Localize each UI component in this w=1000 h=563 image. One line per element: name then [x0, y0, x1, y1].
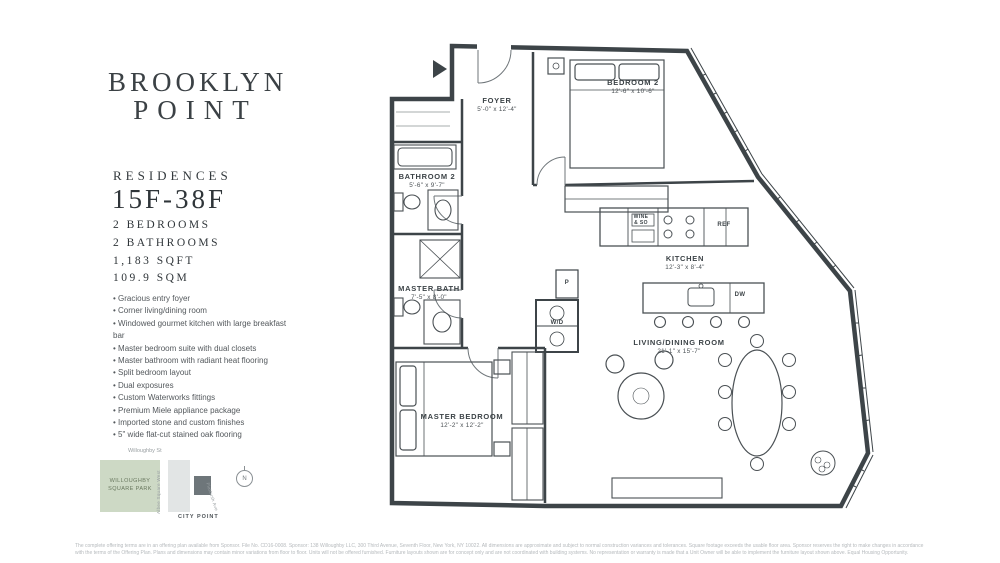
room-label-kitchen: KITCHEN 12'-3" x 8'-4" [665, 254, 705, 271]
brand-logo: BROOKLYN POINT [108, 68, 283, 126]
features-list: Gracious entry foyer Corner living/dinin… [113, 293, 293, 442]
master-bath-fixtures [393, 239, 461, 345]
laundry-closet [535, 269, 579, 353]
room-label-master-bath: MASTER BATH 7'-5" x 8'-0" [398, 284, 460, 301]
spec-sqft: 1,183 SQFT [113, 255, 195, 267]
entry-arrow-icon [433, 60, 447, 78]
kitchen-counters [599, 207, 765, 329]
feature-item: Dual exposures [113, 380, 293, 392]
city-point-block [194, 476, 211, 495]
bedroom2-furniture [547, 57, 665, 169]
residences-units: 15F-38F [112, 184, 227, 214]
spec-sqm: 109.9 SQM [113, 272, 190, 284]
feature-item: Master bathroom with radiant heat floori… [113, 355, 293, 367]
label-washer-dryer: W/D [550, 320, 564, 326]
entry-closet [396, 111, 450, 127]
room-label-master-bedroom: MASTER BEDROOM 12'-2" x 12'-2" [420, 412, 504, 429]
spec-bathrooms: 2 BATHROOMS [113, 237, 221, 249]
window-hatching [690, 47, 874, 509]
park-block: WILLOUGHBY SQUARE PARK [100, 460, 160, 512]
feature-item: 5" wide flat-cut stained oak flooring [113, 429, 293, 441]
building-block [168, 460, 190, 512]
location-map: Willoughby St WILLOUGHBY SQUARE PARK Alb… [92, 446, 262, 524]
feature-item: Custom Waterworks fittings [113, 392, 293, 404]
outer-walls [389, 43, 871, 509]
feature-item: Imported stone and custom finishes [113, 417, 293, 429]
feature-item: Gracious entry foyer [113, 293, 293, 305]
compass-north-label: N [242, 475, 247, 482]
bathroom2-fixtures [393, 144, 459, 231]
living-dining-furniture [605, 334, 836, 499]
room-label-bathroom2: BATHROOM 2 5'-6" x 9'-7" [398, 172, 456, 189]
residences-label: RESIDENCES [113, 168, 232, 183]
city-point-label: CITY POINT [178, 514, 219, 520]
room-label-living-dining: LIVING/DINING ROOM 21'-1" x 15'-7" [633, 338, 725, 355]
label-pantry: P [564, 280, 570, 286]
feature-item: Corner living/dining room [113, 305, 293, 317]
brand-line-1: BROOKLYN [108, 67, 288, 97]
label-refrigerator: REF [717, 222, 731, 228]
feature-item: Windowed gourmet kitchen with large brea… [113, 318, 293, 343]
label-wine-storage: WINE & SO [633, 214, 649, 226]
park-label: WILLOUGHBY SQUARE PARK [108, 478, 152, 492]
room-label-foyer: FOYER 5'-0" x 12'-4" [477, 96, 517, 113]
entry-door-gap [477, 42, 511, 51]
master-closets [511, 351, 544, 501]
feature-item: Master bedroom suite with dual closets [113, 343, 293, 355]
interior-walls [392, 52, 755, 503]
street-label-willoughby: Willoughby St [128, 448, 162, 454]
feature-item: Premium Miele appliance package [113, 405, 293, 417]
legal-disclaimer: The complete offering terms are in an of… [75, 543, 924, 556]
room-label-bedroom2: BEDROOM 2 12'-6" x 10'-6" [607, 78, 659, 95]
brand-line-2: POINT [133, 95, 258, 126]
spec-bedrooms: 2 BEDROOMS [113, 219, 211, 231]
compass-icon: N [236, 466, 253, 487]
feature-item: Split bedroom layout [113, 367, 293, 379]
master-bedroom-furniture [395, 359, 511, 457]
bedroom2-closet [564, 185, 669, 213]
label-dishwasher: DW [734, 292, 746, 298]
